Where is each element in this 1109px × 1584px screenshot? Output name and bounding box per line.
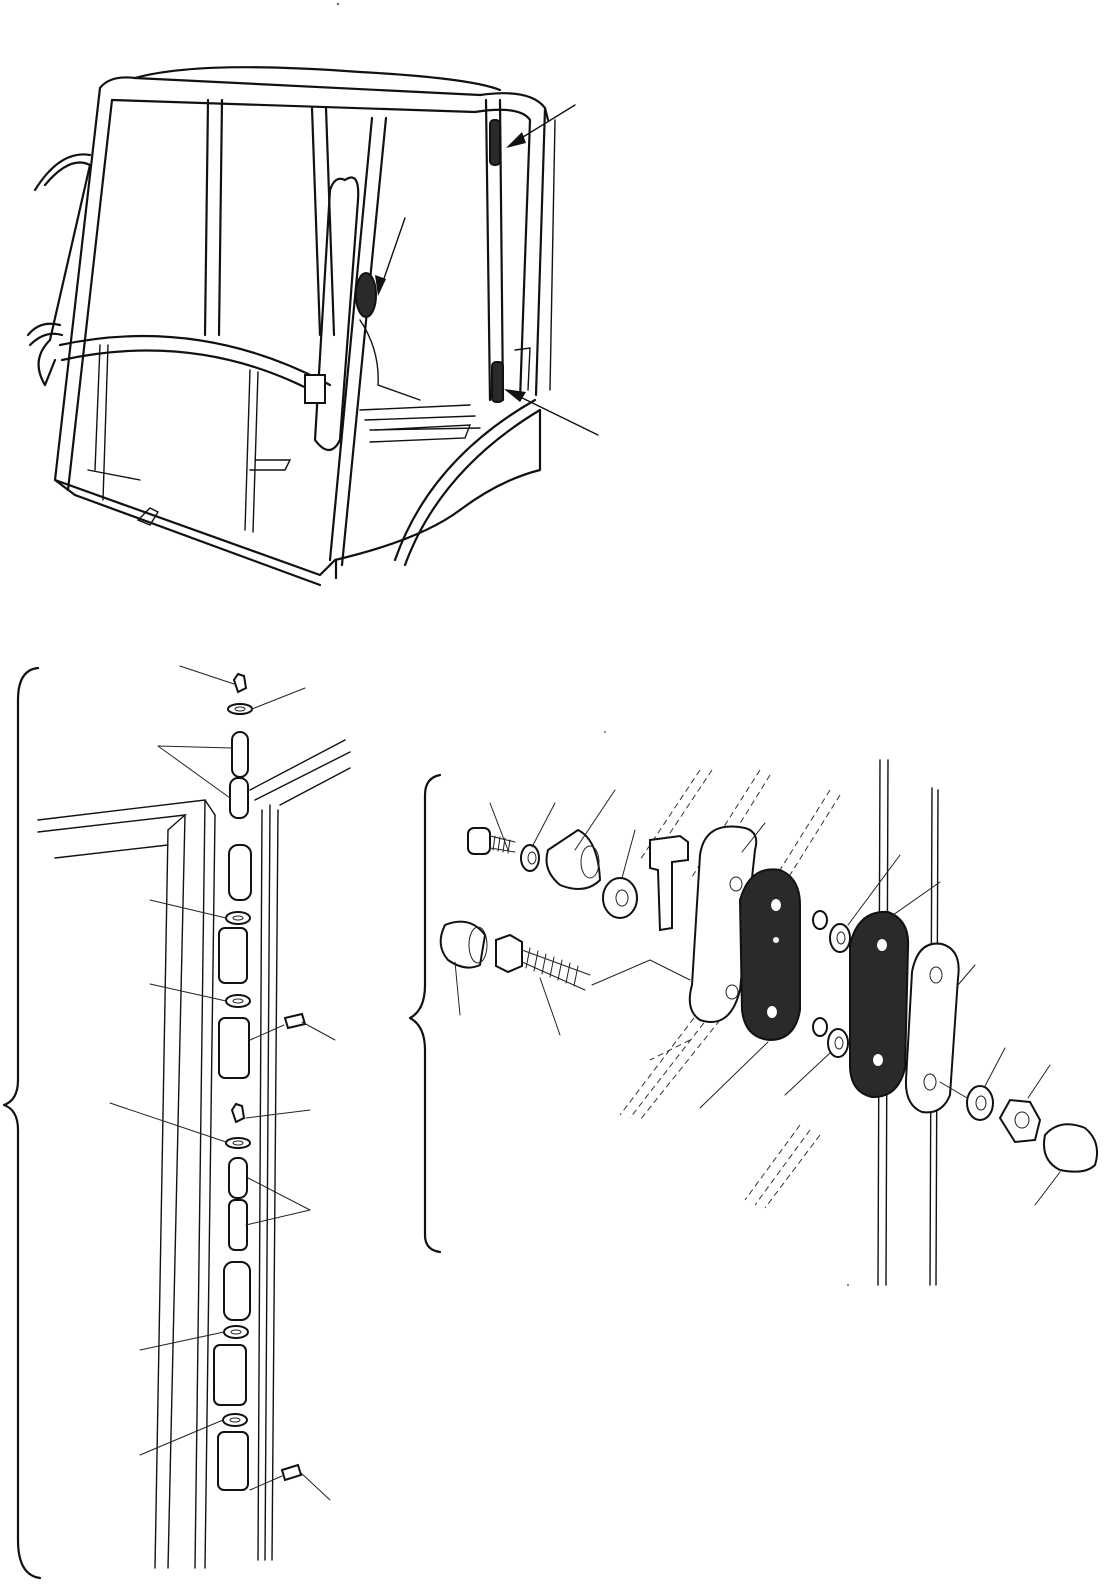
glass-mount-exploded xyxy=(439,759,1098,1286)
arrow-icon xyxy=(375,217,406,296)
leader-lines xyxy=(454,789,1061,1206)
door-frame xyxy=(37,739,351,1569)
leader-lines xyxy=(109,665,336,1501)
lower-hinge-marker xyxy=(491,361,504,403)
arrow-icon xyxy=(506,104,576,148)
glass-mount-marker xyxy=(355,272,377,318)
lower-fastener-stack xyxy=(439,920,691,991)
arrow-icon xyxy=(504,389,599,436)
brace-icon xyxy=(408,773,442,1254)
door-hinge-exploded xyxy=(37,665,351,1569)
brace-icon xyxy=(2,666,42,1580)
cab-overview xyxy=(26,66,599,587)
cab-frame xyxy=(26,66,556,587)
upper-hinge-marker xyxy=(489,119,501,166)
upper-fastener-stack xyxy=(467,827,689,932)
